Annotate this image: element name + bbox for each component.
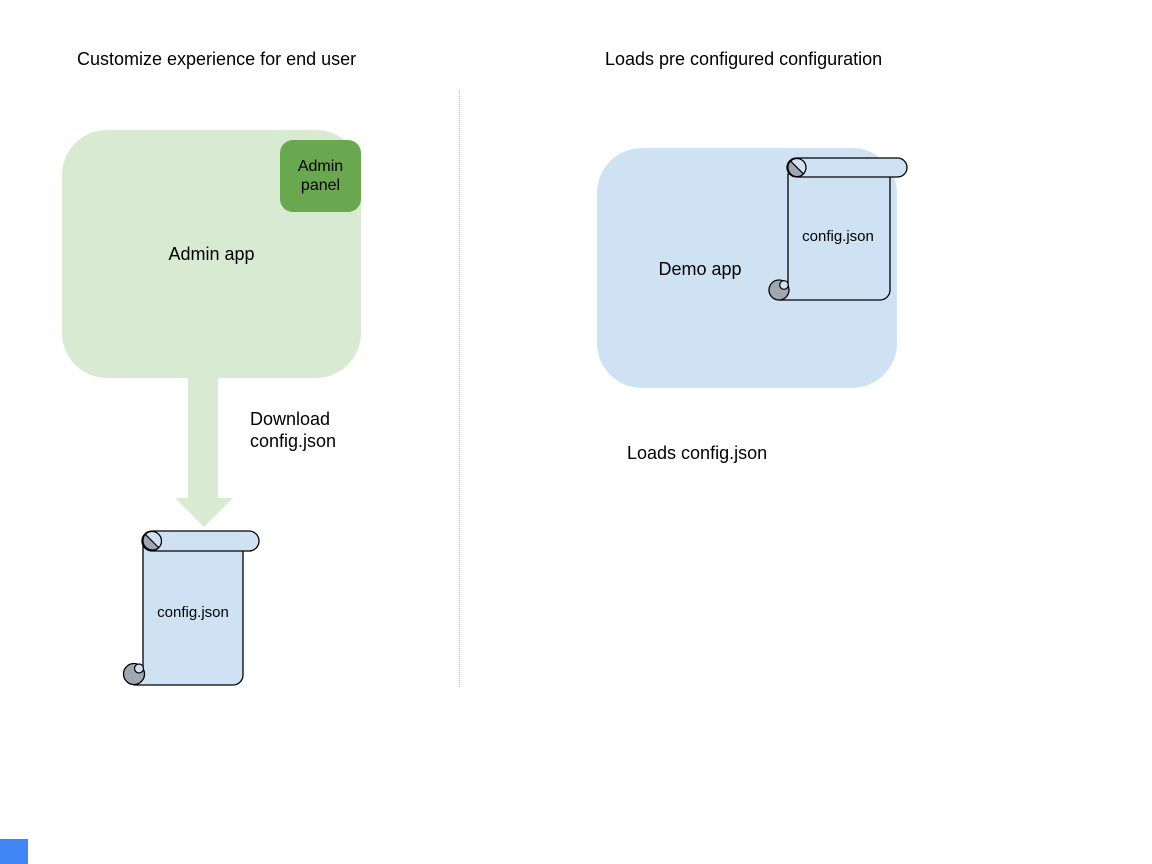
section-divider-line [459,90,460,687]
scroll-top-spiral-shade [142,533,160,551]
scroll-bottom-curl-notch [133,663,145,674]
download-arrow [175,378,233,527]
demo-app-label: Demo app [658,259,742,279]
config-json-label-left: config.json [157,604,229,621]
config-json-scroll-left [122,530,260,686]
admin-panel-label: Admin panel [297,158,344,194]
right-section-title: Loads pre configured configuration [605,49,883,69]
admin-panel-box: Admin panel [280,140,361,212]
config-json-scroll-right [768,157,908,301]
config-json-label-right: config.json [802,228,874,245]
scroll-top-spiral-shade [787,160,805,178]
partial-blue-square [0,839,28,864]
scroll-bottom-curl-notch [779,280,789,290]
scroll-top-roll [786,157,908,178]
left-section-title: Customize experience for end user [77,49,357,69]
loads-config-caption: Loads config.json [627,443,768,463]
download-arrow-caption: Download config.json [250,409,337,451]
admin-app-label: Admin app [168,243,255,264]
download-arrow-shape [175,378,233,527]
